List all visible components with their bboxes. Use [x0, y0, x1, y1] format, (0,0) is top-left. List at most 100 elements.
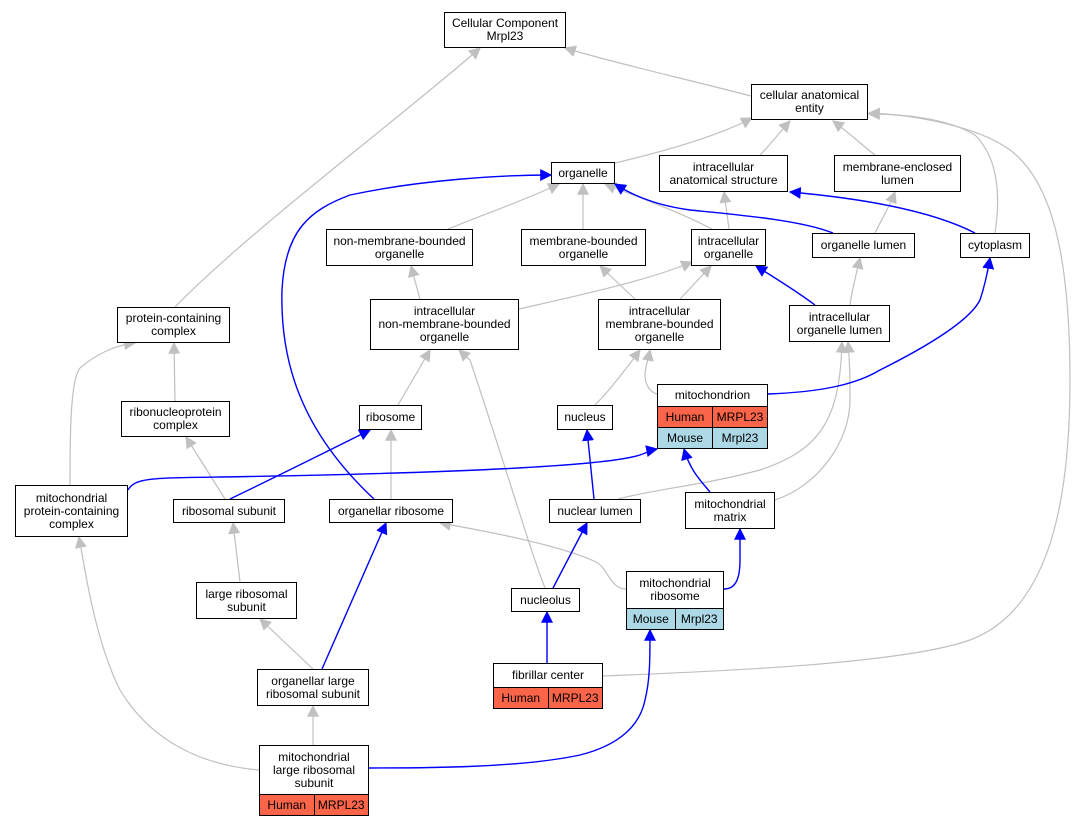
edge-mmatrix-to-mito — [681, 447, 711, 493]
node-pcc[interactable]: protein-containing complex — [117, 307, 230, 343]
edge-mribo-to-oribo — [438, 518, 627, 590]
node-label: protein-containing complex — [125, 311, 222, 338]
node-label: intracellular anatomical structure — [669, 159, 778, 187]
edge-io-to-ias — [719, 190, 732, 230]
edge-ias-to-cae — [759, 120, 791, 156]
edge-rnp-to-pcc — [168, 341, 181, 402]
node-io[interactable]: intracellular organelle — [691, 229, 766, 266]
species-cell: Human — [501, 691, 541, 705]
node-label: membrane-enclosed lumen — [842, 159, 953, 187]
node-label: intracellular non-membrane-bounded organ… — [378, 304, 511, 344]
node-nmbo[interactable]: non-membrane-bounded organelle — [326, 229, 473, 266]
node-mpcc[interactable]: mitochondrial protein-containing complex — [15, 485, 128, 537]
edge-mribo-to-mmatrix — [723, 527, 746, 590]
node-label: organellar large ribosomal subunit — [265, 673, 361, 701]
edge-cyto-to-ias — [788, 186, 976, 234]
node-imbo[interactable]: intracellular membrane-bounded organelle — [598, 299, 721, 350]
node-mel[interactable]: membrane-enclosed lumen — [834, 155, 961, 192]
edge-mpcc-to-mito — [127, 445, 659, 491]
edge-mito-to-cyto — [767, 256, 995, 395]
node-root[interactable]: Cellular Component Mrpl23 — [444, 12, 566, 48]
node-label: mitochondrial large ribosomal subunit — [272, 749, 356, 790]
edge-olrs-to-lrs — [259, 618, 314, 670]
edge-nucleolus-to-nlumen — [552, 521, 588, 589]
edge-olrs-to-oribo — [321, 521, 388, 670]
node-mbo[interactable]: membrane-bounded organelle — [521, 229, 646, 266]
node-label: non-membrane-bounded organelle — [333, 233, 466, 261]
edge-lrs-to-rsub — [228, 521, 241, 583]
edge-nlumen-to-iol — [617, 340, 848, 500]
node-nlumen[interactable]: nuclear lumen — [549, 499, 641, 523]
edge-inmbo-to-nmbo — [408, 264, 421, 300]
edge-inmbo-to-io — [518, 260, 694, 310]
edge-nmbo-to-organelle — [447, 183, 561, 230]
node-label: intracellular organelle lumen — [796, 309, 883, 337]
node-label: mitochondrial protein-containing complex — [23, 490, 120, 531]
node-label: nucleus — [564, 410, 606, 424]
node-lrs[interactable]: large ribosomal subunit — [196, 582, 297, 619]
node-ias[interactable]: intracellular anatomical structure — [659, 155, 788, 192]
node-label: fibrillar center — [511, 668, 585, 682]
edge-nucleolus-to-inmbo — [458, 349, 546, 589]
edge-nlumen-to-nucleus — [582, 428, 595, 500]
node-label: nuclear lumen — [557, 503, 633, 518]
node-cyto[interactable]: cytoplasm — [960, 233, 1030, 258]
node-nucleolus[interactable]: nucleolus — [511, 588, 580, 612]
edge-mlrs-to-mpcc — [75, 535, 260, 771]
node-organelle[interactable]: organelle — [551, 162, 615, 184]
annotation-row-human: Human MRPL23 — [494, 687, 602, 708]
node-label: organellar ribosome — [337, 503, 445, 518]
gene-cell: MRPL23 — [313, 795, 369, 815]
gene-cell: Mrpl23 — [712, 428, 767, 448]
annotation-row-human: Human MRPL23 — [658, 406, 767, 427]
edge-mpcc-to-pcc — [69, 338, 137, 486]
node-label: cellular anatomical entity — [759, 88, 860, 115]
node-inmbo[interactable]: intracellular non-membrane-bounded organ… — [370, 299, 519, 350]
edge-iol-to-ol — [849, 256, 864, 306]
edge-mito-to-imbo — [641, 348, 658, 395]
node-label: mitochondrial ribosome — [639, 576, 711, 603]
annotation-row-human: Human MRPL23 — [260, 794, 368, 815]
node-cae[interactable]: cellular anatomical entity — [751, 84, 868, 120]
node-rsub[interactable]: ribosomal subunit — [173, 499, 285, 523]
edge-fc-to-cae — [602, 107, 1071, 677]
node-oribo[interactable]: organellar ribosome — [329, 499, 453, 523]
node-ribo[interactable]: ribosome — [359, 405, 422, 430]
species-cell: Mouse — [632, 612, 669, 626]
species-cell: Human — [665, 410, 705, 424]
node-label: Cellular Component Mrpl23 — [451, 16, 559, 43]
node-label: cytoplasm — [967, 238, 1023, 252]
node-label: intracellular membrane-bounded organelle — [605, 304, 714, 344]
edge-iol-to-io — [754, 265, 816, 306]
node-iol[interactable]: intracellular organelle lumen — [789, 305, 890, 342]
node-ol[interactable]: organelle lumen — [812, 233, 915, 258]
node-rnp[interactable]: ribonucleoprotein complex — [121, 401, 230, 437]
node-label: ribonucleoprotein complex — [129, 405, 222, 432]
edge-imbo-to-mbo — [599, 265, 636, 300]
edge-mel-to-cae — [832, 120, 876, 156]
node-label: nucleolus — [520, 592, 571, 607]
edge-nucleus-to-imbo — [594, 349, 641, 406]
edge-pcc-to-root — [174, 47, 481, 308]
edge-nmbo-to-organelle — [281, 169, 553, 500]
node-label: large ribosomal subunit — [205, 586, 288, 614]
edge-ribo-to-inmbo — [397, 348, 431, 406]
gene-cell: MRPL23 — [712, 407, 767, 427]
node-mmatrix[interactable]: mitochondrial matrix — [685, 492, 775, 529]
node-label: organelle lumen — [820, 238, 907, 252]
node-label: mitochondrial matrix — [694, 496, 766, 524]
node-nucleus[interactable]: nucleus — [557, 405, 613, 430]
node-label: intracellular organelle — [697, 233, 760, 261]
node-olrs[interactable]: organellar large ribosomal subunit — [257, 669, 369, 706]
gene-cell: MRPL23 — [547, 688, 603, 708]
edge-mpcc-to-ribo — [229, 429, 372, 500]
species-cell: Human — [267, 798, 307, 812]
